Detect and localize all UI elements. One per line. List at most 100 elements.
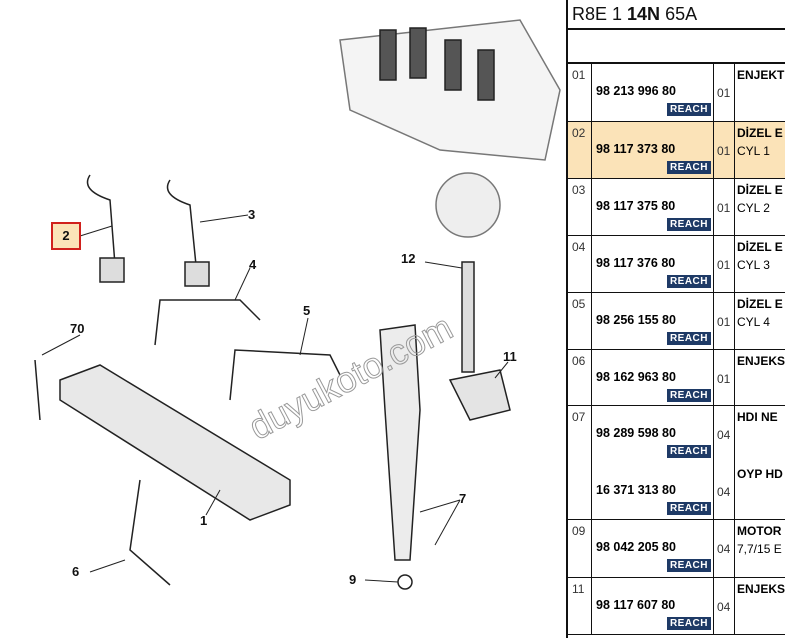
- reach-badge[interactable]: REACH: [666, 617, 711, 630]
- title-prefix: R8E 1: [572, 4, 628, 24]
- part-number[interactable]: 98 213 996 80: [596, 84, 676, 98]
- reach-badge[interactable]: REACH: [666, 445, 711, 458]
- part-number[interactable]: 16 371 313 80: [596, 483, 676, 497]
- ref-number: 05: [568, 293, 592, 349]
- reach-badge[interactable]: REACH: [666, 389, 711, 402]
- part-row[interactable]: 01 98 213 996 80 REACH 01 ENJEKT: [568, 64, 785, 122]
- quantity: 04: [717, 542, 731, 556]
- part-row[interactable]: 09 98 042 205 80 REACH 04 MOTOR 7,7/15 E: [568, 520, 785, 578]
- description: ENJEKS: [737, 354, 785, 368]
- description: ENJEKS: [737, 582, 785, 596]
- part-cell: 98 117 373 80 REACH: [592, 122, 714, 178]
- desc-cell: DİZEL E CYL 1: [735, 122, 785, 178]
- quantity: 01: [717, 86, 731, 100]
- quantity: 04: [717, 485, 731, 499]
- part-cell: 98 213 996 80 REACH: [592, 64, 714, 121]
- description: MOTOR: [737, 524, 782, 538]
- qty-cell: 04: [714, 520, 735, 577]
- description-detail: CYL 1: [737, 144, 770, 158]
- part-number[interactable]: 98 162 963 80: [596, 370, 676, 384]
- parts-diagram: duyukoto.com 2 3 4 70 5 12 11 1 7 6 9: [34, 19, 561, 590]
- qty-cell: 01: [714, 293, 735, 349]
- qty-cell: 01: [714, 350, 735, 405]
- description: ENJEKT: [737, 68, 785, 82]
- callout-9[interactable]: 9: [349, 572, 357, 587]
- callout-3[interactable]: 3: [248, 207, 256, 222]
- quantity: 04: [717, 600, 731, 614]
- part-row[interactable]: 02 98 117 373 80 REACH 01 DİZEL E CYL 1: [568, 122, 785, 179]
- reach-badge[interactable]: REACH: [666, 218, 711, 231]
- reach-badge[interactable]: REACH: [666, 559, 711, 572]
- panel-header-blank: [568, 30, 785, 64]
- desc-cell: DİZEL E CYL 3: [735, 236, 785, 292]
- desc-cell: ENJEKS: [735, 578, 785, 634]
- callout-4[interactable]: 4: [249, 257, 257, 272]
- reach-badge[interactable]: REACH: [666, 275, 711, 288]
- quantity: 01: [717, 258, 731, 272]
- description: DİZEL E: [737, 183, 783, 197]
- description-detail: CYL 4: [737, 315, 770, 329]
- callout-70[interactable]: 70: [70, 321, 85, 336]
- reach-badge[interactable]: REACH: [666, 161, 711, 174]
- qty-cell: 01: [714, 236, 735, 292]
- description: OYP HD: [737, 467, 783, 481]
- callout-5[interactable]: 5: [303, 303, 311, 318]
- description: DİZEL E: [737, 240, 783, 254]
- part-number[interactable]: 98 117 373 80: [596, 142, 676, 156]
- desc-cell: ENJEKT: [735, 64, 785, 121]
- description: DİZEL E: [737, 126, 783, 140]
- callout-12[interactable]: 12: [401, 251, 416, 266]
- ref-number: 02: [568, 122, 592, 178]
- desc-cell: ENJEKS: [735, 350, 785, 405]
- diagram-drawing: duyukoto.com: [34, 19, 561, 590]
- quantity: 01: [717, 372, 731, 386]
- qty-cell: 01: [714, 179, 735, 235]
- callout-11[interactable]: 11: [503, 349, 517, 364]
- qty-cell: 04: [714, 578, 735, 634]
- part-cell: 98 117 375 80 REACH: [592, 179, 714, 235]
- description: HDI NE: [737, 410, 778, 424]
- quantity: 01: [717, 144, 731, 158]
- qty-cell: 01: [714, 122, 735, 178]
- description-detail: CYL 3: [737, 258, 770, 272]
- description-detail: 7,7/15 E: [737, 542, 782, 556]
- part-cell: 98 117 607 80 REACH: [592, 578, 714, 634]
- qty-cell: 01: [714, 64, 735, 121]
- watermark: duyukoto.com: [242, 306, 459, 447]
- part-number[interactable]: 98 117 607 80: [596, 598, 676, 612]
- part-number[interactable]: 98 042 205 80: [596, 540, 676, 554]
- part-row[interactable]: 04 98 117 376 80 REACH 01 DİZEL E CYL 3: [568, 236, 785, 293]
- part-number[interactable]: 98 117 376 80: [596, 256, 676, 270]
- reach-badge[interactable]: REACH: [666, 502, 711, 515]
- part-number[interactable]: 98 117 375 80: [596, 199, 676, 213]
- reach-badge[interactable]: REACH: [666, 103, 711, 116]
- callout-1[interactable]: 1: [200, 513, 208, 528]
- panel-title: R8E 1 14N 65A: [568, 0, 785, 30]
- qty-cell: 04 04: [714, 406, 735, 519]
- desc-cell: MOTOR 7,7/15 E: [735, 520, 785, 577]
- description-detail: CYL 2: [737, 201, 770, 215]
- part-number[interactable]: 98 256 155 80: [596, 313, 676, 327]
- part-cell: 98 117 376 80 REACH: [592, 236, 714, 292]
- part-cell: 98 042 205 80 REACH: [592, 520, 714, 577]
- part-row[interactable]: 11 98 117 607 80 REACH 04 ENJEKS: [568, 578, 785, 635]
- ref-number: 04: [568, 236, 592, 292]
- reach-badge[interactable]: REACH: [666, 332, 711, 345]
- callout-6[interactable]: 6: [72, 564, 80, 579]
- ref-number: 11: [568, 578, 592, 634]
- part-number[interactable]: 98 289 598 80: [596, 426, 676, 440]
- callout-2[interactable]: 2: [51, 222, 81, 250]
- quantity: 01: [717, 201, 731, 215]
- quantity: 04: [717, 428, 731, 442]
- ref-number: 09: [568, 520, 592, 577]
- ref-number: 01: [568, 64, 592, 121]
- desc-cell: DİZEL E CYL 2: [735, 179, 785, 235]
- part-cell: 98 256 155 80 REACH: [592, 293, 714, 349]
- title-suffix: 65A: [660, 4, 698, 24]
- callout-7[interactable]: 7: [459, 491, 467, 506]
